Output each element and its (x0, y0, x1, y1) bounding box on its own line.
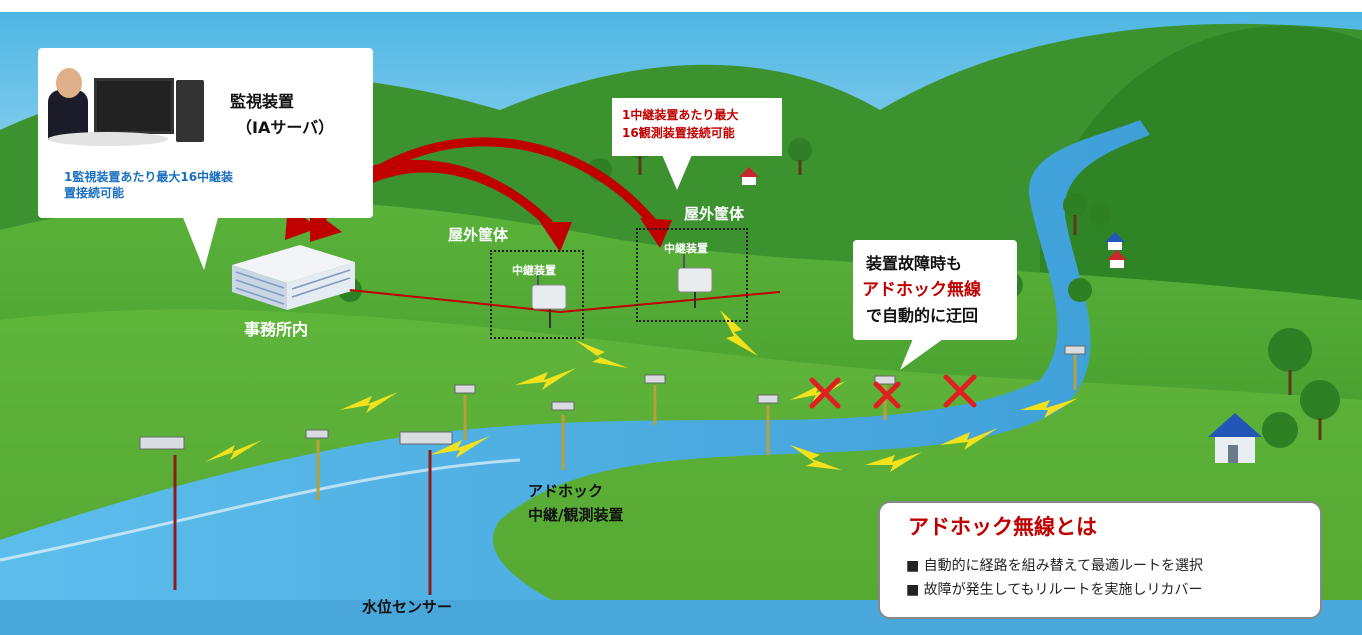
fault-bubble (853, 240, 1017, 340)
relay-device-label-2: 中継装置 (664, 242, 708, 255)
monitor-subtitle: （IAサーバ） (236, 118, 335, 137)
office-building (232, 245, 355, 310)
relay-note-bubble (612, 98, 782, 156)
fault-x-marks (809, 374, 977, 409)
route-line (349, 289, 781, 314)
observation-poles (139, 345, 1086, 595)
relay-device-label-1: 中継装置 (512, 264, 556, 277)
adhoc-info-box: アドホック無線とは ■ 自動的に経路を組み替えて最適ルートを選択 ■ 故障が発生… (878, 501, 1322, 619)
info-box-title: アドホック無線とは (908, 515, 1097, 539)
relay-device-1 (531, 270, 567, 328)
enclosure-label-2: 屋外筐体 (684, 205, 745, 223)
adhoc-device-label-line2: 中継/観測装置 (528, 506, 624, 524)
info-box-item-1: ■ 自動的に経路を組み替えて最適ルートを選択 (906, 558, 1203, 574)
relay-capacity-note-line1: 1中継装置あたり最大 (622, 108, 739, 122)
office-label: 事務所内 (244, 320, 309, 339)
fault-bubble-line2: アドホック無線 (862, 280, 981, 300)
adhoc-device-label-line1: アドホック (528, 482, 604, 500)
monitor-capacity-note-line1: 1監視装置あたり最大16中継装 (64, 170, 234, 184)
enclosure-label-1: 屋外筐体 (448, 226, 509, 244)
fault-bubble-line1: 装置故障時も (866, 254, 963, 273)
outdoor-enclosure-1 (490, 250, 584, 339)
houses (739, 167, 1262, 463)
info-box-item-2: ■ 故障が発生してもリルートを実施しリカバー (906, 582, 1203, 598)
operator-icon (48, 60, 174, 150)
monitor-title: 監視装置 (230, 92, 295, 111)
outdoor-enclosure-2 (636, 228, 748, 322)
relay-capacity-note-line2: 16観測装置接続可能 (622, 126, 735, 140)
water-level-sensor-label: 水位センサー (362, 598, 453, 616)
fault-bubble-line3: で自動的に迂回 (866, 306, 979, 325)
server-icon (176, 80, 204, 142)
river (0, 120, 1150, 635)
river-edge (0, 458, 521, 562)
relay-device-2 (677, 254, 713, 308)
monitor-capacity-note-line2: 置接続可能 (64, 186, 125, 200)
